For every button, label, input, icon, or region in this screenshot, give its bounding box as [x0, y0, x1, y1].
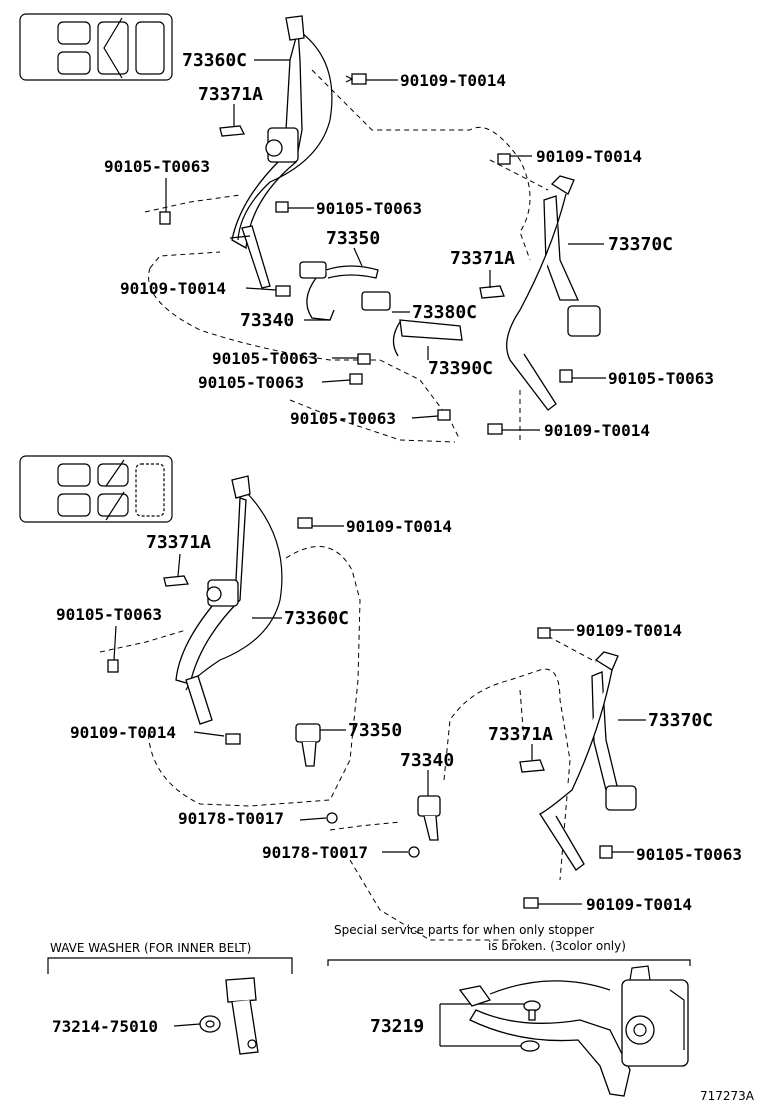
wave-washer-icon — [199, 1015, 221, 1033]
label-73340: 73340 — [400, 750, 454, 771]
top-assembly — [144, 15, 606, 443]
bolt-icon — [349, 373, 363, 385]
label-90109-t0014: 90109-T0014 — [586, 895, 692, 914]
label-73380c: 73380C — [412, 302, 477, 323]
label-73340: 73340 — [240, 310, 294, 331]
bolt-icon — [275, 285, 291, 297]
label-73371a: 73371A — [198, 84, 263, 105]
bolt-icon — [297, 517, 313, 529]
label-73350: 73350 — [348, 720, 402, 741]
bottom-assembly — [47, 957, 691, 1097]
label-73360c: 73360C — [182, 50, 247, 71]
bolt-icon — [523, 897, 539, 909]
service-note-line2: is broken. (3color only) — [488, 939, 626, 953]
label-90109-t0014: 90109-T0014 — [576, 621, 682, 640]
stopper-icon — [520, 1040, 540, 1052]
label-90109-t0014: 90109-T0014 — [536, 147, 642, 166]
bolt-icon — [107, 659, 119, 673]
illustration-ref-code: 717273A — [700, 1089, 755, 1103]
label-90109-t0014: 90109-T0014 — [544, 421, 650, 440]
bolt-icon — [345, 73, 367, 85]
label-73214-75010: 73214-75010 — [52, 1017, 158, 1036]
label-90105-t0063: 90105-T0063 — [198, 373, 304, 392]
label-90178-t0017: 90178-T0017 — [262, 843, 368, 862]
bolt-icon — [225, 733, 241, 745]
bolt-icon — [599, 845, 613, 859]
label-90109-t0014: 90109-T0014 — [400, 71, 506, 90]
label-90105-t0063: 90105-T0063 — [104, 157, 210, 176]
label-90178-t0017: 90178-T0017 — [178, 809, 284, 828]
label-73390c: 73390C — [428, 358, 493, 379]
label-90109-t0014: 90109-T0014 — [346, 517, 452, 536]
label-90109-t0014: 90109-T0014 — [70, 723, 176, 742]
washer-icon — [408, 846, 420, 858]
label-90105-t0063: 90105-T0063 — [636, 845, 742, 864]
bolt-icon — [487, 423, 503, 435]
label-90105-t0063: 90105-T0063 — [290, 409, 396, 428]
bolt-icon — [437, 409, 451, 421]
wave-washer-heading: WAVE WASHER (FOR INNER BELT) — [50, 941, 251, 955]
label-73360c: 73360C — [284, 608, 349, 629]
seat-layout-icon-mid — [19, 455, 173, 523]
label-90105-t0063: 90105-T0063 — [608, 369, 714, 388]
retractor-icon — [621, 965, 689, 1067]
label-90105-t0063: 90105-T0063 — [56, 605, 162, 624]
middle-assembly — [99, 475, 646, 941]
label-73219: 73219 — [370, 1016, 424, 1037]
seat-layout-icon-top — [19, 13, 173, 81]
bolt-icon — [275, 201, 289, 213]
bolt-icon — [559, 369, 573, 383]
bolt-icon — [537, 627, 551, 639]
label-73371a: 73371A — [488, 724, 553, 745]
service-note-line1: Special service parts for when only stop… — [334, 923, 594, 937]
label-73371a: 73371A — [146, 532, 211, 553]
label-73370c: 73370C — [648, 710, 713, 731]
washer-icon — [326, 812, 338, 824]
label-73350: 73350 — [326, 228, 380, 249]
label-90105-t0063: 90105-T0063 — [316, 199, 422, 218]
label-73370c: 73370C — [608, 234, 673, 255]
bolt-icon — [159, 211, 171, 225]
bolt-icon — [497, 153, 511, 165]
label-90109-t0014: 90109-T0014 — [120, 279, 226, 298]
label-90105-t0063: 90105-T0063 — [212, 349, 318, 368]
stopper-icon — [523, 1000, 541, 1021]
bolt-icon — [357, 353, 371, 365]
label-73371a: 73371A — [450, 248, 515, 269]
